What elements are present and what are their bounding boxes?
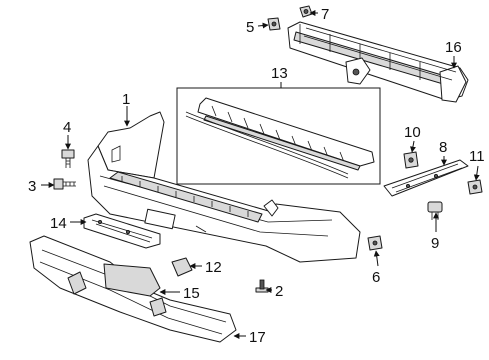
bumper-fascia-part — [87, 111, 361, 263]
callout-12: 12 — [205, 259, 222, 276]
side-bracket-part-8 — [383, 159, 469, 197]
callout-1: 1 — [122, 91, 130, 108]
leader-lines — [41, 10, 480, 339]
cover-part-12 — [171, 257, 193, 277]
callout-11: 11 — [469, 148, 485, 165]
fastener-part-2 — [255, 279, 269, 293]
callout-labels: 1 2 3 4 5 6 7 8 9 10 11 12 13 14 15 16 1… — [28, 6, 485, 346]
impact-bar-part — [287, 21, 469, 103]
callout-6: 6 — [372, 269, 380, 286]
callout-15: 15 — [183, 285, 200, 302]
callout-8: 8 — [439, 139, 447, 156]
bolt-part-9 — [427, 201, 443, 220]
bracket-part-15 — [103, 263, 161, 297]
callout-13: 13 — [271, 65, 288, 82]
callout-16: 16 — [445, 39, 462, 56]
bolt-part-4 — [61, 149, 75, 168]
callout-9: 9 — [431, 235, 439, 252]
callout-5: 5 — [246, 19, 254, 36]
nut-part-5 — [267, 17, 281, 31]
callout-7: 7 — [321, 6, 329, 23]
callout-4: 4 — [63, 119, 71, 136]
callout-10: 10 — [404, 124, 421, 141]
nut-part-10 — [403, 151, 419, 169]
energy-absorber-box — [176, 87, 381, 185]
callout-2: 2 — [275, 283, 283, 300]
nut-part-6 — [367, 235, 383, 251]
bracket-part-14 — [83, 213, 161, 249]
nut-part-11 — [467, 179, 483, 195]
callout-17: 17 — [249, 329, 266, 346]
callout-14: 14 — [50, 215, 67, 232]
bolt-part-3 — [53, 178, 76, 190]
nut-part-7 — [299, 5, 313, 18]
callout-3: 3 — [28, 178, 36, 195]
